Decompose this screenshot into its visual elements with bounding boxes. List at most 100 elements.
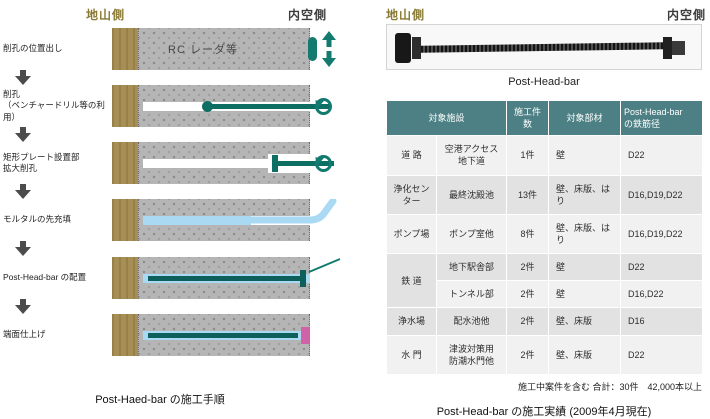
cell-category: 浄水場 bbox=[386, 307, 437, 336]
step-label: 矩形プレート設置部 拡大削孔 bbox=[3, 151, 80, 173]
table-total-note: 施工中案件を含む 合計：30件 42,000本以上 bbox=[517, 381, 702, 392]
flow-down-arrow-icon bbox=[15, 241, 31, 256]
table-row-railway-station: 鉄 道 地下駅舎部 2件 壁 D22 bbox=[386, 253, 704, 309]
cell-diameter: D22 bbox=[620, 334, 704, 375]
step-diagram bbox=[112, 314, 348, 356]
step-diagram bbox=[112, 85, 348, 127]
rotation-icon bbox=[315, 155, 332, 172]
procedure-panel: 地山側 内空側 削孔の位置出し RC レーダ等 削孔 （ベンチャードリル等の利用… bbox=[0, 0, 375, 413]
photo-caption: Post-Head-bar bbox=[508, 76, 580, 88]
cell-facility: トンネル部 bbox=[435, 280, 508, 309]
cell-count: 2件 bbox=[506, 307, 550, 336]
ground-strip bbox=[112, 85, 138, 127]
procedure-caption: Post-Haed-bar の施工手順 bbox=[95, 394, 225, 406]
flow-down-arrow-icon bbox=[15, 299, 31, 314]
step-position-marking: 削孔の位置出し RC レーダ等 bbox=[0, 28, 350, 70]
cell-category: 鉄 道 bbox=[386, 253, 437, 309]
col-header-facility: 対象施設 bbox=[385, 99, 508, 137]
cell-diameter: D22 bbox=[620, 253, 704, 282]
cell-count: 13件 bbox=[506, 174, 550, 215]
insert-guide-line bbox=[308, 258, 341, 273]
table-row-purification-center: 浄化センター 最終沈殿池 13件 壁、床版、はり D16,D19,D22 bbox=[386, 174, 704, 215]
cell-count: 2件 bbox=[506, 334, 550, 375]
col-header-count: 施工件数 bbox=[506, 99, 550, 137]
cell-diameter: D16,D19,D22 bbox=[620, 213, 704, 255]
concrete-block bbox=[138, 257, 310, 299]
col-header-member: 対象部材 bbox=[548, 99, 622, 137]
ground-side-label-left: 地山側 bbox=[86, 8, 126, 22]
ground-side-label-right: 地山側 bbox=[386, 8, 426, 22]
post-head-bar bbox=[148, 333, 298, 338]
cell-count: 2件 bbox=[506, 253, 550, 282]
results-panel: 地山側 内空側 Post-Head-bar 対象施設 施工件数 対象部材 bbox=[378, 0, 710, 418]
step-label: モルタルの先充填 bbox=[3, 214, 72, 225]
post-head-bar bbox=[148, 276, 300, 281]
drill-bit bbox=[202, 101, 213, 112]
cell-member: 壁、床版、はり bbox=[548, 174, 622, 215]
cell-diameter: D16,D19,D22 bbox=[620, 174, 704, 215]
cell-diameter: D16 bbox=[620, 307, 704, 336]
rc-radar-label: RC レーダ等 bbox=[168, 44, 238, 56]
step-diagram bbox=[112, 142, 348, 184]
cell-member: 壁、床版 bbox=[548, 334, 622, 375]
end-plate bbox=[663, 37, 672, 59]
step-label: Post-Head-bar の配置 bbox=[3, 272, 87, 283]
cell-diameter: D22 bbox=[620, 135, 704, 176]
ground-strip bbox=[112, 314, 138, 356]
table-row-railway-tunnel: トンネル部 2件 壁 D16,D22 bbox=[386, 280, 704, 309]
concrete-block bbox=[138, 28, 310, 70]
ground-strip bbox=[112, 199, 138, 241]
flow-down-arrow-icon bbox=[15, 184, 31, 199]
table-row-road: 道 路 空港アクセス 地下道 1件 壁 D22 bbox=[386, 135, 704, 176]
cell-member: 壁、床版 bbox=[548, 307, 622, 336]
end-finish-patch bbox=[301, 327, 310, 344]
cell-category: 水 門 bbox=[386, 334, 437, 375]
cell-member: 壁 bbox=[548, 253, 622, 282]
cell-facility: 配水池他 bbox=[435, 307, 508, 336]
cell-diameter: D16,D22 bbox=[620, 280, 704, 309]
cell-facility: ポンプ室他 bbox=[435, 213, 508, 255]
cell-count: 1件 bbox=[506, 135, 550, 176]
flow-down-arrow-icon bbox=[15, 127, 31, 142]
rotation-icon bbox=[315, 98, 332, 115]
cell-facility: 地下駅舎部 bbox=[435, 253, 508, 282]
ground-strip bbox=[112, 142, 138, 184]
cell-category: 浄化センター bbox=[386, 174, 437, 215]
cell-facility: 最終沈殿池 bbox=[435, 174, 508, 215]
cell-category: 道 路 bbox=[386, 135, 437, 176]
step-enlarged-drilling: 矩形プレート設置部 拡大削孔 bbox=[0, 142, 350, 184]
anchor-head-collar bbox=[412, 37, 421, 59]
step-diagram bbox=[112, 199, 348, 241]
radar-scan-icon bbox=[308, 31, 336, 67]
col-header-diameter: Post-Head-bar の鉄筋径 bbox=[620, 99, 704, 137]
cutter-head bbox=[272, 155, 278, 172]
anchor-plate bbox=[300, 270, 306, 287]
results-table-area: 対象施設 施工件数 対象部材 Post-Head-bar の鉄筋径 道 路 空港… bbox=[385, 99, 704, 419]
table-header-row: 対象施設 施工件数 対象部材 Post-Head-bar の鉄筋径 bbox=[385, 99, 704, 137]
step-end-finishing: 端面仕上げ bbox=[0, 314, 350, 356]
step-mortar-fill: モルタルの先充填 bbox=[0, 199, 350, 241]
results-table: 対象施設 施工件数 対象部材 Post-Head-bar の鉄筋径 道 路 空港… bbox=[385, 99, 704, 375]
step-bar-placement: Post-Head-bar の配置 bbox=[0, 257, 350, 299]
cell-count: 2件 bbox=[506, 280, 550, 309]
table-row-floodgate: 水 門 津波対策用 防潮水門他 2件 壁、床版 D22 bbox=[386, 334, 704, 375]
inner-side-label-left: 内空側 bbox=[288, 8, 328, 22]
step-diagram bbox=[112, 257, 348, 299]
grout-hose-icon bbox=[248, 199, 337, 224]
results-caption: Post-Head-bar の施工実績 (2009年4月現在) bbox=[436, 405, 652, 418]
flow-down-arrow-icon bbox=[15, 70, 31, 85]
table-row-pump-station: ポンプ場 ポンプ室他 8件 壁、床版、はり D16,D19,D22 bbox=[386, 213, 704, 255]
drill-rod bbox=[207, 104, 329, 109]
table-row-water-plant: 浄水場 配水池他 2件 壁、床版 D16 bbox=[386, 307, 704, 336]
cell-member: 壁 bbox=[548, 280, 622, 309]
ground-strip bbox=[112, 28, 138, 70]
drill-rod bbox=[278, 161, 334, 166]
post-head-bar-photo bbox=[386, 24, 702, 70]
cell-member: 壁 bbox=[548, 135, 622, 176]
cell-member: 壁、床版、はり bbox=[548, 213, 622, 255]
step-drilling: 削孔 （ベンチャードリル等の利用） bbox=[0, 85, 350, 127]
ground-strip bbox=[112, 257, 138, 299]
mortar-fill bbox=[143, 216, 251, 225]
ribbed-bar bbox=[420, 42, 664, 53]
cell-category: ポンプ場 bbox=[386, 213, 437, 255]
